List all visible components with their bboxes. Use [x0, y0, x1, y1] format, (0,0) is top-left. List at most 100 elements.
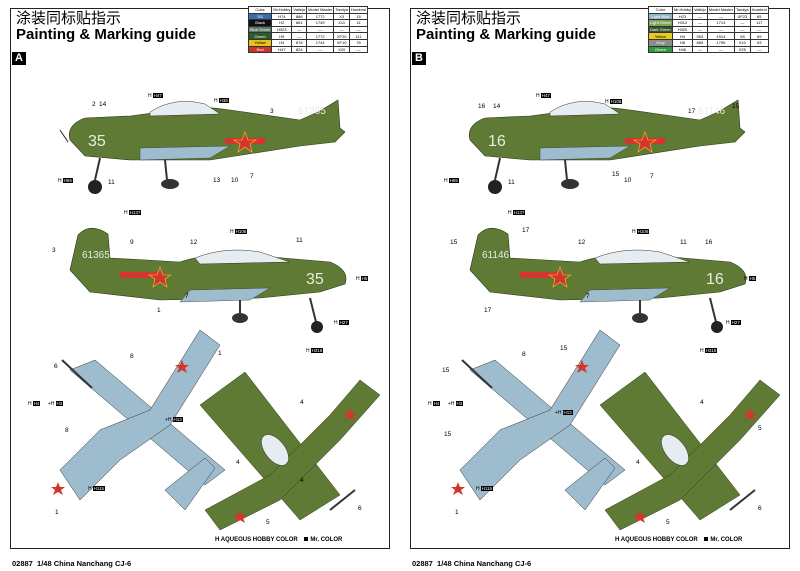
- paint-code: —: [706, 45, 735, 54]
- footer-title: 1/48 China Nanchang CJ-6: [437, 559, 532, 568]
- footer-title: 1/48 China Nanchang CJ-6: [37, 559, 132, 568]
- profile-lower: 35 61365: [69, 227, 347, 333]
- aircraft-drawings: 35 61365 35 61365: [51, 99, 381, 531]
- svg-text:11: 11: [108, 179, 115, 186]
- svg-text:17: 17: [484, 307, 492, 314]
- svg-text:11: 11: [508, 179, 515, 186]
- svg-text:7: 7: [185, 293, 189, 300]
- tail-number-lower: 61365: [82, 250, 110, 261]
- svg-text:17: 17: [522, 227, 530, 234]
- svg-text:8: 8: [65, 427, 69, 434]
- svg-text:2: 2: [92, 101, 96, 108]
- profile-lower: 16 61146: [469, 227, 747, 333]
- svg-text:8: 8: [130, 353, 134, 360]
- side-number: 35: [88, 133, 106, 150]
- legend-square-icon: [304, 537, 309, 542]
- svg-text:16: 16: [705, 239, 713, 246]
- painting-guide-a: 涂装同标贴指示 Painting & Marking guide A Color…: [10, 6, 390, 568]
- svg-text:6: 6: [54, 363, 58, 370]
- svg-text:4: 4: [636, 459, 640, 466]
- mr-hobby-code: H47: [271, 45, 293, 54]
- painting-guide-b: 涂装同标贴指示 Painting & Marking guide B Color…: [400, 0, 800, 571]
- svg-text:1: 1: [455, 509, 459, 516]
- legend: H AQUEOUS HOBBY COLOR Mr. COLOR: [215, 537, 342, 543]
- svg-text:12: 12: [190, 239, 198, 246]
- svg-text:5: 5: [266, 519, 270, 526]
- scheme-badge: B: [412, 52, 426, 65]
- plan-underside: [51, 329, 226, 511]
- scheme-badge: A: [12, 52, 26, 65]
- svg-text:3: 3: [270, 108, 274, 115]
- legend-aqueous: AQUEOUS HOBBY COLOR: [220, 537, 298, 543]
- side-number-lower: 35: [306, 271, 324, 288]
- profile-upper: 16 61146: [469, 99, 746, 194]
- svg-text:14: 14: [99, 101, 107, 108]
- svg-text:15: 15: [560, 345, 568, 352]
- paint-code: —: [749, 45, 769, 54]
- title-english: Painting & Marking guide: [16, 26, 197, 43]
- paint-code: —: [348, 45, 369, 54]
- legend-mr: Mr. COLOR: [710, 537, 743, 543]
- svg-text:10: 10: [624, 177, 632, 184]
- footer-code: 02887: [412, 559, 433, 568]
- svg-text:1: 1: [157, 307, 161, 314]
- svg-text:6: 6: [758, 505, 762, 512]
- svg-text:4: 4: [700, 399, 704, 406]
- svg-text:7: 7: [586, 293, 590, 300]
- svg-text:4: 4: [236, 459, 240, 466]
- tail-number-lower: 61146: [482, 250, 510, 261]
- svg-text:1: 1: [218, 350, 222, 357]
- plan-topside: [199, 371, 381, 531]
- legend: H AQUEOUS HOBBY COLOR Mr. COLOR: [615, 537, 742, 543]
- plan-topside: [599, 371, 781, 531]
- footer-code: 02887: [12, 559, 33, 568]
- svg-text:15: 15: [442, 367, 450, 374]
- legend-aqueous: AQUEOUS HOBBY COLOR: [620, 537, 698, 543]
- plan-underside: [451, 329, 626, 511]
- svg-text:7: 7: [250, 173, 254, 180]
- tail-number: 61365: [298, 106, 326, 117]
- svg-text:11: 11: [680, 239, 687, 246]
- paint-code: —: [306, 45, 335, 54]
- aircraft-drawings: 16 61146 16 61146: [442, 99, 781, 531]
- svg-text:8: 8: [522, 351, 526, 358]
- svg-text:11: 11: [296, 237, 303, 244]
- svg-text:13: 13: [213, 177, 221, 184]
- page-frame: [10, 8, 390, 549]
- mr-hobby-code: H46: [671, 45, 694, 54]
- legend-prefix: H: [215, 537, 220, 543]
- svg-text:16: 16: [478, 103, 486, 110]
- footer: 02887 1/48 China Nanchang CJ-6: [412, 559, 531, 568]
- svg-text:9: 9: [130, 239, 134, 246]
- legend-square-icon: [704, 537, 709, 542]
